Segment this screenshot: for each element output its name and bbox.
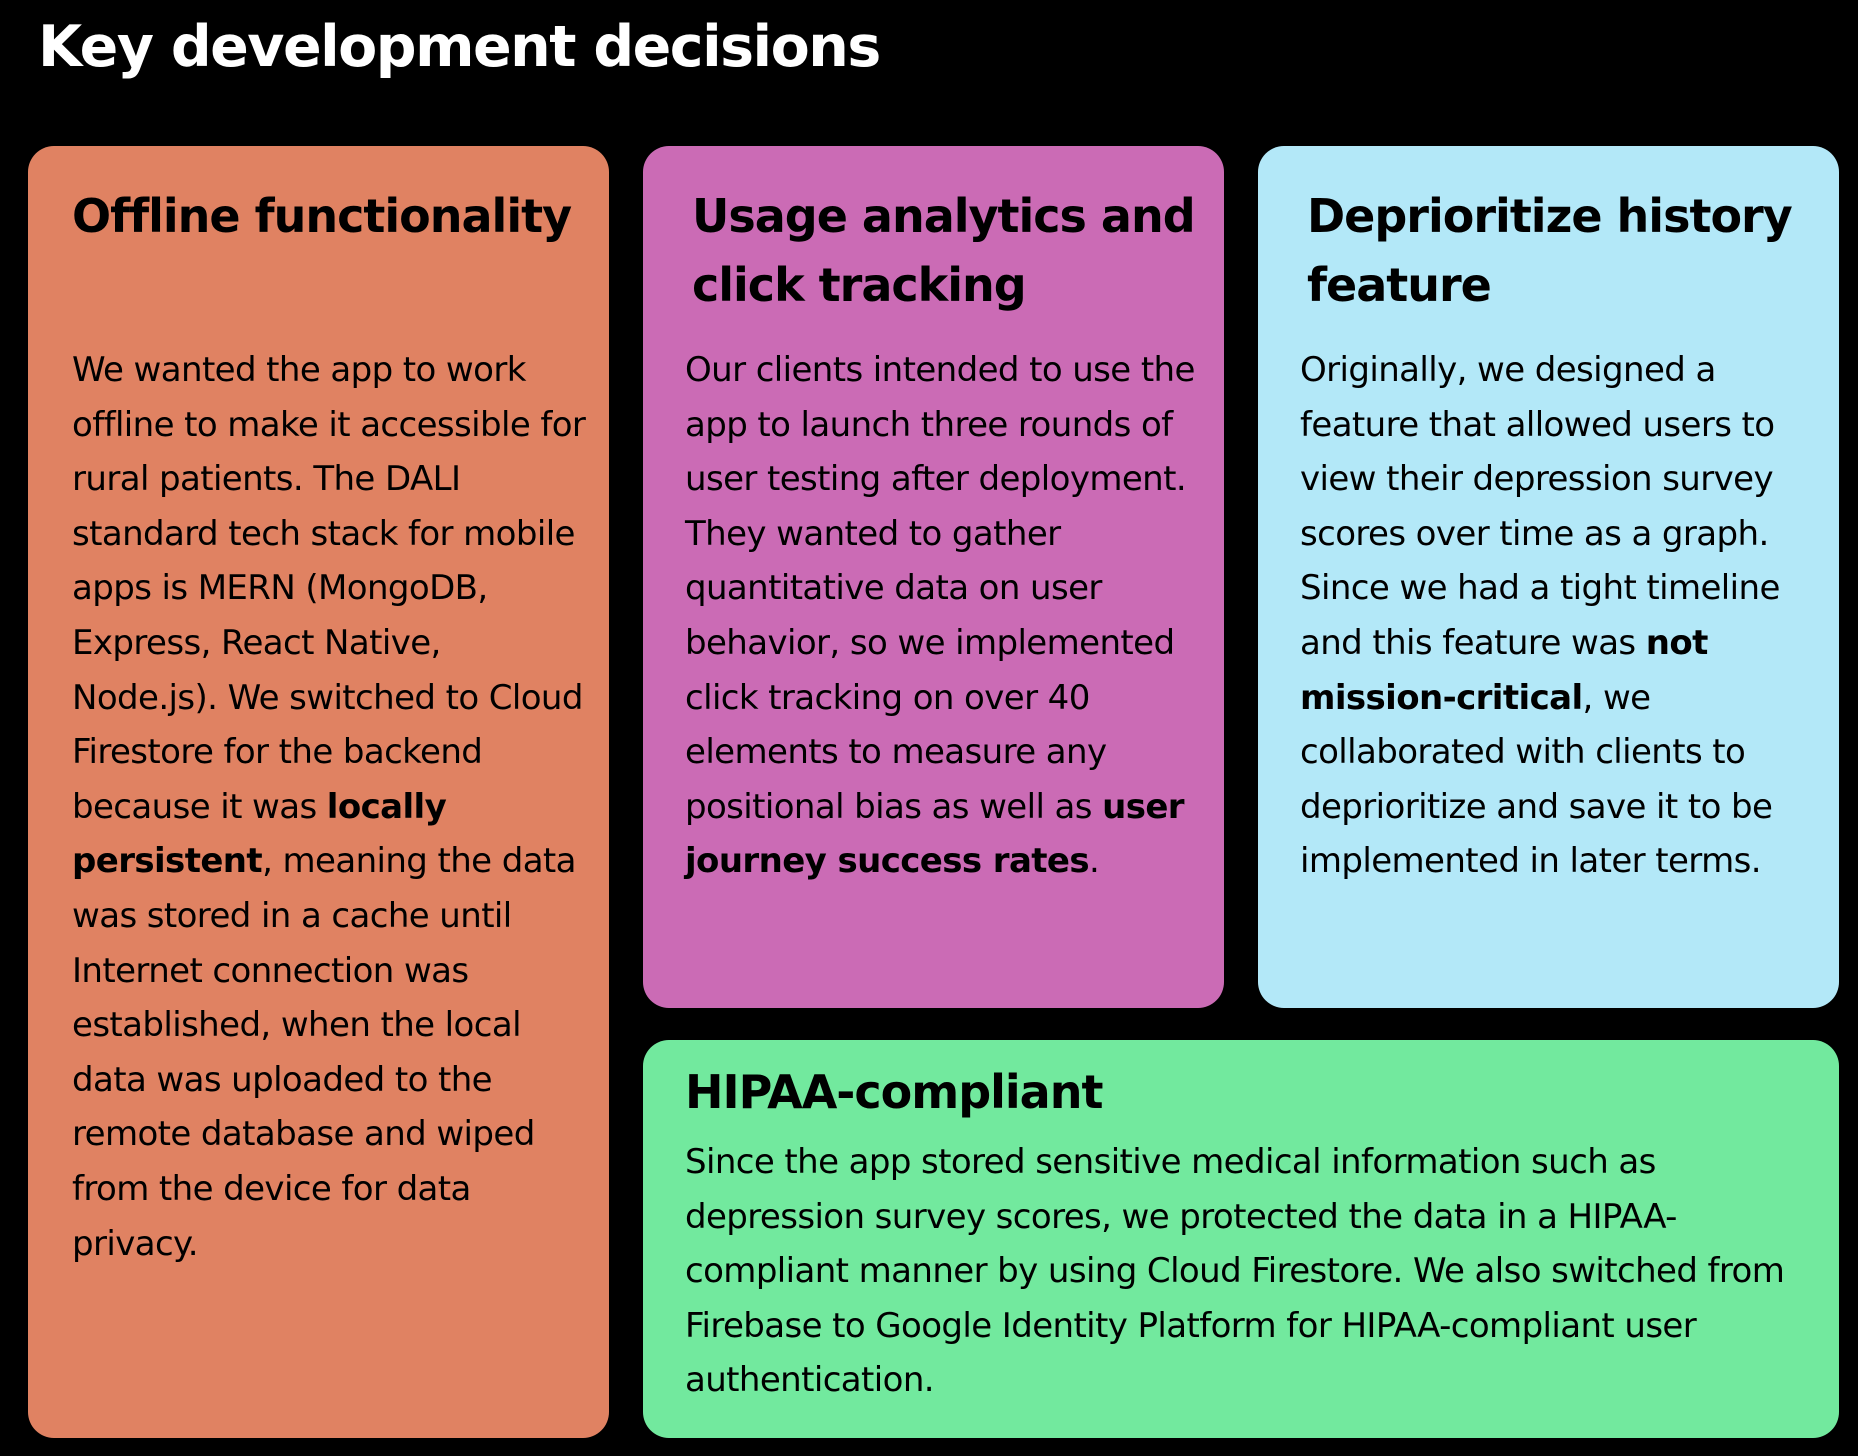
- card-body-text: , we collaborated with clients to deprio…: [1300, 677, 1773, 882]
- card-usage-analytics: Usage analytics and click tracking Our c…: [643, 146, 1224, 1008]
- card-body: Our clients intended to use the app to l…: [685, 343, 1215, 889]
- card-body-text: Originally, we designed a feature that a…: [1300, 350, 1780, 663]
- card-body: Originally, we designed a feature that a…: [1300, 343, 1830, 889]
- card-title: Deprioritize history feature: [1307, 189, 1793, 312]
- page-title: Key development decisions: [38, 14, 881, 80]
- card-body-text: .: [1089, 841, 1100, 882]
- card-body-text: Our clients intended to use the app to l…: [685, 350, 1195, 827]
- card-body-emphasis: user journey success rates: [685, 786, 1185, 882]
- card-body: We wanted the app to work offline to mak…: [72, 343, 592, 1271]
- card-body: Since the app stored sensitive medical i…: [685, 1142, 1785, 1401]
- card-title: Offline functionality: [72, 189, 572, 243]
- card-title: Usage analytics and click tracking: [692, 189, 1196, 312]
- card-title: HIPAA-compliant: [685, 1065, 1103, 1119]
- card-offline-functionality: Offline functionality We wanted the app …: [28, 146, 609, 1438]
- card-body-text: We wanted the app to work offline to mak…: [72, 350, 586, 827]
- card-hipaa-compliant: HIPAA-compliant Since the app stored sen…: [643, 1040, 1839, 1438]
- card-body-emphasis: locally persistent: [72, 786, 447, 882]
- card-body-emphasis: not mission-critical: [1300, 622, 1708, 718]
- card-deprioritize-history: Deprioritize history feature Originally,…: [1258, 146, 1839, 1008]
- card-body-text: , meaning the data was stored in a cache…: [72, 841, 576, 1264]
